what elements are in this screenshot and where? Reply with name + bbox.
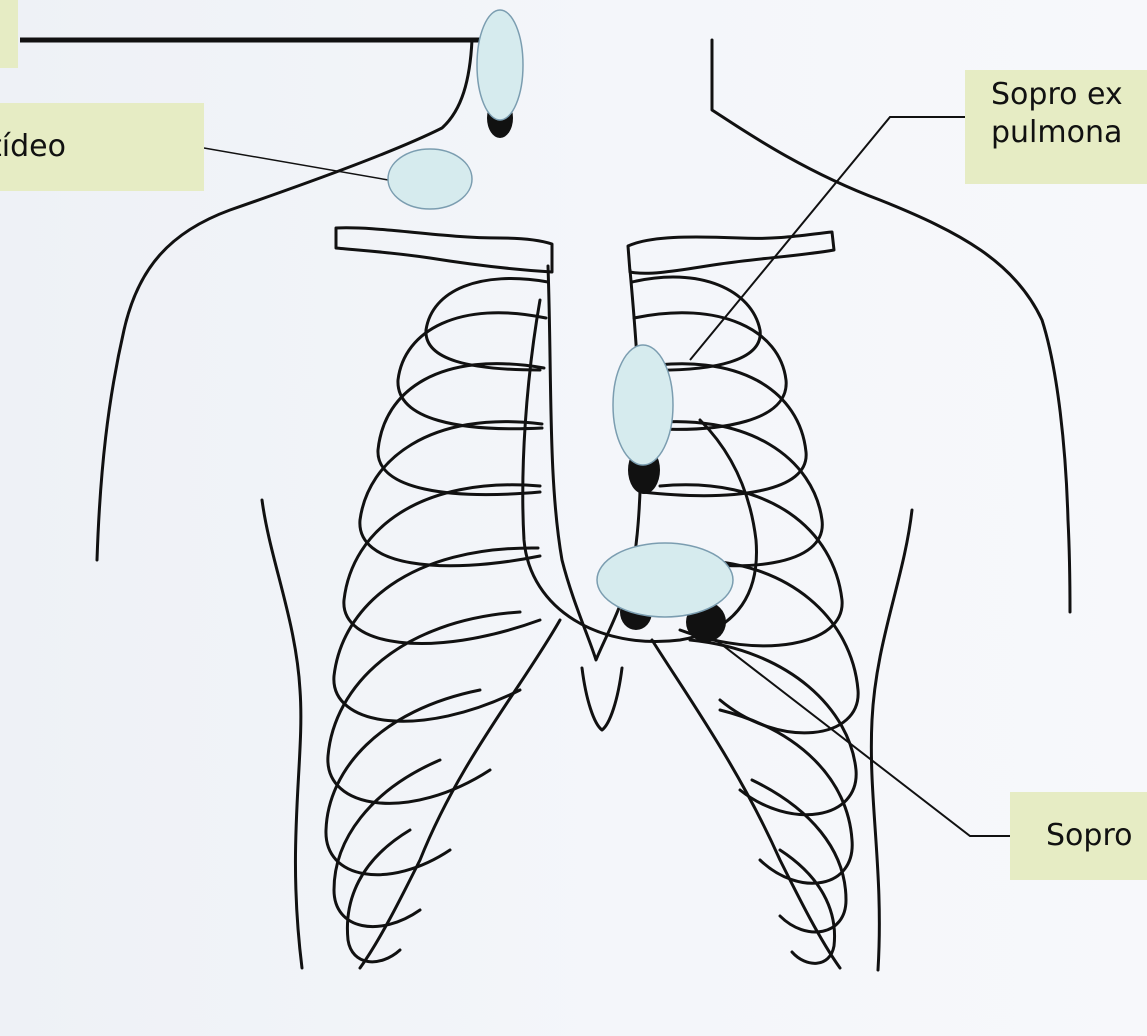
- label-pulmonary-line1: Sopro ex: [991, 76, 1147, 114]
- label-bottom-right: Sopro: [1010, 792, 1147, 880]
- label-top-left: [0, 0, 18, 68]
- label-carotid: tídeo: [0, 103, 204, 191]
- area-pulmonary: [613, 345, 673, 465]
- xiphoid: [582, 668, 622, 730]
- label-pulmonary-line2: pulmona: [991, 114, 1147, 152]
- label-bottom-right-text: Sopro: [1046, 818, 1132, 853]
- area-apex: [597, 543, 733, 617]
- pointer-line-bottom: [690, 620, 1012, 836]
- pointer-line-carotid: [204, 148, 400, 182]
- label-pulmonary: Sopro ex pulmona: [965, 70, 1147, 184]
- torso-right-outline: [871, 510, 912, 970]
- label-carotid-text: tídeo: [0, 129, 66, 164]
- costal-arch-left: [360, 620, 560, 968]
- clavicle-right: [628, 232, 834, 273]
- clavicle-left: [336, 228, 552, 272]
- area-neck: [477, 10, 523, 120]
- area-carotid: [388, 149, 472, 209]
- ribs-left: [326, 279, 548, 962]
- torso-left-outline: [262, 500, 302, 968]
